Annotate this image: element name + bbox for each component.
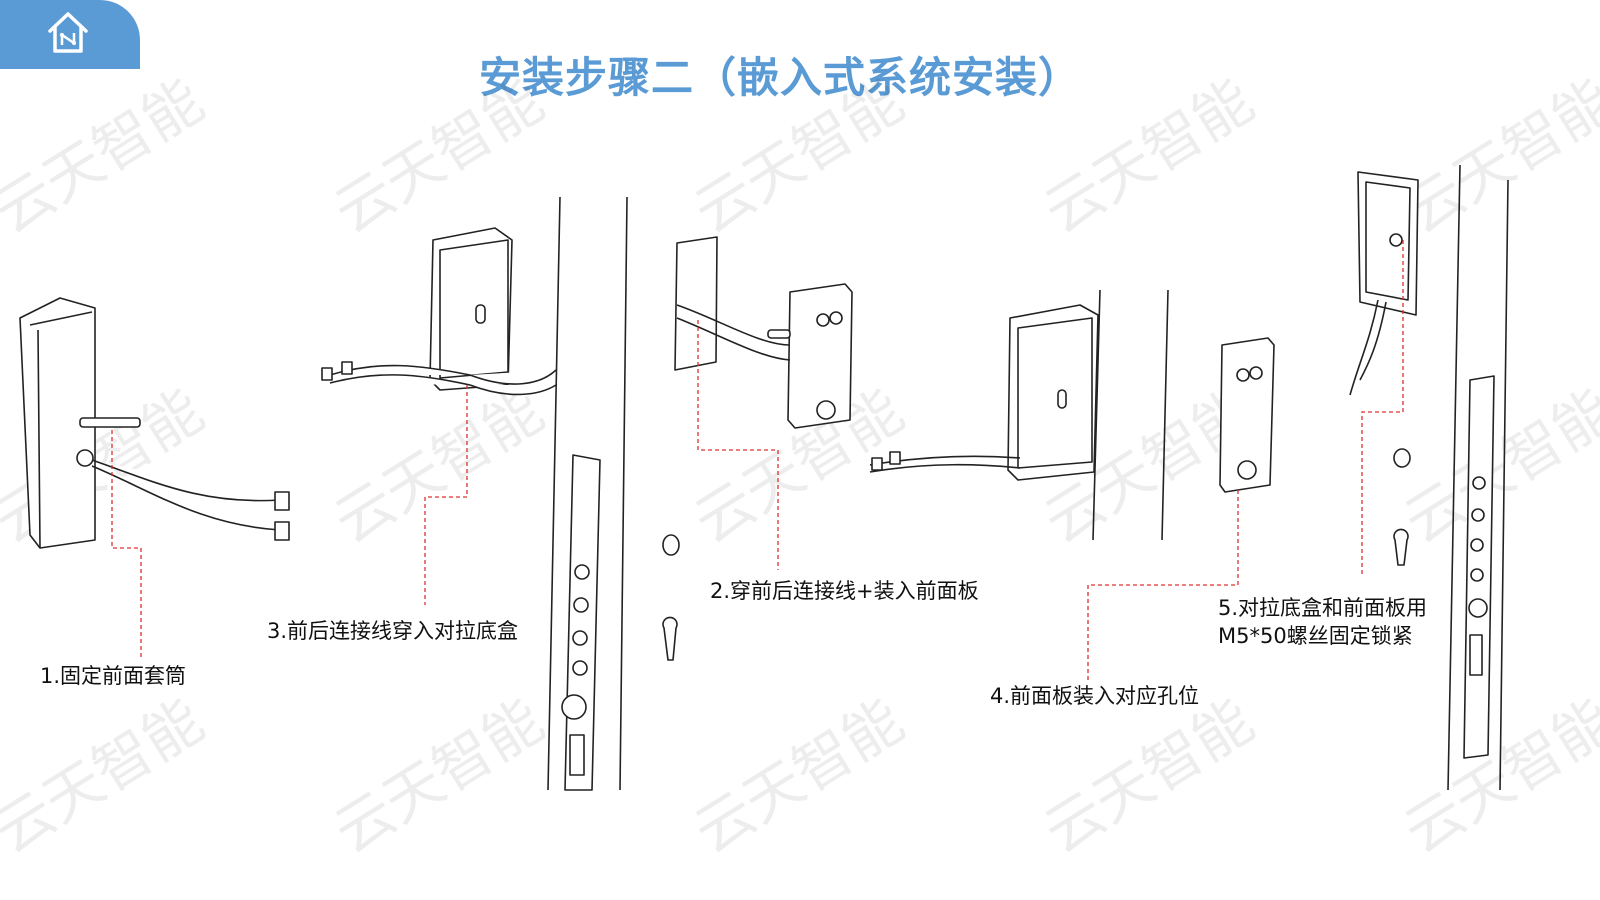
- smart-home-house-icon: [48, 12, 88, 53]
- lock-strip-right: [1463, 375, 1495, 759]
- front-panel-step2: [674, 236, 853, 429]
- step-1-label: 1.固定前面套筒: [40, 664, 187, 688]
- leader-line-step2: [697, 320, 779, 570]
- step-5-label-line2: M5*50螺丝固定锁紧: [1218, 624, 1413, 648]
- leader-line-step1: [111, 430, 142, 660]
- step-4-label: 4.前面板装入对应孔位: [990, 684, 1200, 708]
- step-5-label-line1: 5.对拉底盒和前面板用: [1218, 596, 1428, 620]
- lock-strip-left: [561, 454, 601, 791]
- step-5-label: 5.对拉底盒和前面板用 M5*50螺丝固定锁紧: [1218, 594, 1427, 650]
- step-3-label: 3.前后连接线穿入对拉底盒: [267, 619, 519, 643]
- page-title: 安装步骤二（嵌入式系统安装）: [478, 53, 1081, 102]
- logo-tab: [0, 0, 140, 69]
- back-box-step3: [321, 227, 557, 396]
- leader-line-step5: [1361, 240, 1404, 575]
- back-box-step4: [869, 304, 1099, 481]
- step-2-label: 2.穿前后连接线+装入前面板: [710, 579, 979, 603]
- leader-line-step4: [1087, 490, 1239, 680]
- front-panel-step4: [1219, 337, 1275, 493]
- front-panel-step1: [19, 297, 290, 549]
- leader-line-step3: [424, 385, 468, 605]
- back-box-step5: [1349, 171, 1419, 396]
